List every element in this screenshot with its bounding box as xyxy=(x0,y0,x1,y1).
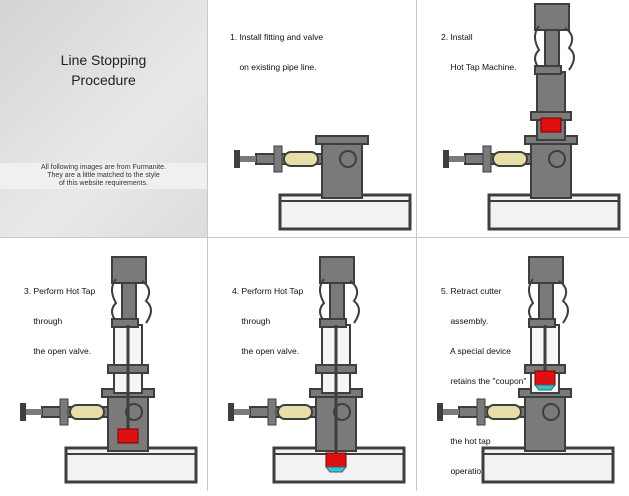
caption-line: through xyxy=(24,316,63,326)
step-panel-5: 5. Retract cutter assembly. A special de… xyxy=(417,238,629,491)
caption-line: through xyxy=(232,316,271,326)
machine-drive xyxy=(528,256,564,284)
machine-coupling xyxy=(111,318,139,328)
hydraulic-hose xyxy=(141,280,152,324)
valve-handwheel xyxy=(437,403,443,421)
valve-handwheel xyxy=(443,150,449,168)
valve-stem xyxy=(234,409,250,415)
step-4-caption: 4. Perform Hot Tap through the open valv… xyxy=(232,266,303,376)
caption-line: retains the "coupon" xyxy=(441,376,527,386)
hydraulic-hose xyxy=(558,280,569,324)
caption-line: 5. Retract cutter xyxy=(441,286,502,296)
caption-line: 4. Perform Hot Tap xyxy=(232,286,304,296)
valve-gate xyxy=(283,151,319,167)
machine-drive xyxy=(534,3,570,31)
procedure-title: Line Stopping Procedure xyxy=(0,50,207,90)
hydraulic-hose xyxy=(534,25,541,69)
machine-coupling xyxy=(319,318,347,328)
cutter xyxy=(117,428,139,444)
valve-bonnet xyxy=(267,398,277,426)
caption-line: on existing pipe line. xyxy=(230,62,317,72)
valve-handwheel xyxy=(228,403,234,421)
valve-bonnet xyxy=(273,145,283,173)
note-line-3: of this website requirements. xyxy=(58,180,149,187)
valve-gate xyxy=(486,404,522,420)
fitting-body xyxy=(524,392,566,452)
step-panel-3: 3. Perform Hot Tap through the open valv… xyxy=(0,238,208,491)
machine-drive xyxy=(111,256,147,284)
fitting-flange xyxy=(315,135,369,145)
caption-line: operation. xyxy=(441,466,489,476)
step-2-diagram xyxy=(443,3,621,231)
machine-drive xyxy=(319,256,355,284)
fitting-port xyxy=(333,403,351,421)
caption-line: A special device xyxy=(441,346,511,356)
machine-coupling xyxy=(528,318,556,328)
valve-bonnet xyxy=(482,145,492,173)
hydraulic-hose xyxy=(528,278,535,322)
title-line-1: Line Stopping xyxy=(60,52,147,68)
hydraulic-hose xyxy=(349,280,360,324)
caption-line: Hot Tap Machine. xyxy=(441,62,517,72)
hydraulic-hose xyxy=(564,27,575,71)
caption-line: assembly. xyxy=(441,316,489,326)
step-panel-2: 2. Install Hot Tap Machine. xyxy=(417,0,629,238)
coupon xyxy=(324,466,348,473)
caption-line: the open valve. xyxy=(24,346,92,356)
caption-line: 3. Perform Hot Tap xyxy=(24,286,96,296)
hydraulic-hose xyxy=(319,278,326,322)
cutter xyxy=(540,117,562,133)
valve-stem xyxy=(240,156,256,162)
title-line-2: Procedure xyxy=(71,72,136,88)
valve-bonnet xyxy=(476,398,486,426)
fitting-port xyxy=(125,403,143,421)
fitting-port xyxy=(548,150,566,168)
valve-handwheel xyxy=(20,403,26,421)
title-panel: Line Stopping Procedure All following im… xyxy=(0,0,208,238)
cutter xyxy=(534,370,556,386)
valve-gate xyxy=(69,404,105,420)
fitting-port xyxy=(339,150,357,168)
valve-handwheel xyxy=(234,150,240,168)
step-panel-1: 1. Install fitting and valve on existing… xyxy=(208,0,417,238)
valve-stem xyxy=(449,156,465,162)
valve-stem xyxy=(26,409,42,415)
note-line-2: They are a little matched to the style xyxy=(47,172,160,179)
fitting-port xyxy=(542,403,560,421)
cutter xyxy=(325,452,347,468)
step-2-caption: 2. Install Hot Tap Machine. xyxy=(441,12,516,92)
caption-line: the hot tap xyxy=(441,436,491,446)
machine-coupling xyxy=(534,65,562,75)
step-1-diagram xyxy=(234,135,412,231)
step-4-diagram xyxy=(228,256,406,484)
step-1-caption: 1. Install fitting and valve on existing… xyxy=(230,12,323,92)
hydraulic-hose xyxy=(111,278,118,322)
coupon xyxy=(533,384,557,391)
source-note: All following images are from Furmanite.… xyxy=(0,163,207,189)
valve-gate xyxy=(277,404,313,420)
step-panel-4: 4. Perform Hot Tap through the open valv… xyxy=(208,238,417,491)
caption-line: 1. Install fitting and valve xyxy=(230,32,324,42)
step-3-caption: 3. Perform Hot Tap through the open valv… xyxy=(24,266,95,376)
valve-gate xyxy=(492,151,528,167)
valve-stem xyxy=(443,409,459,415)
step-5-diagram xyxy=(437,256,615,484)
fitting-body xyxy=(530,139,572,199)
fitting-body xyxy=(321,139,363,199)
note-line-1: All following images are from Furmanite. xyxy=(41,164,166,171)
caption-line: 2. Install xyxy=(441,32,473,42)
caption-line: the open valve. xyxy=(232,346,300,356)
valve-bonnet xyxy=(59,398,69,426)
step-3-diagram xyxy=(20,256,198,484)
